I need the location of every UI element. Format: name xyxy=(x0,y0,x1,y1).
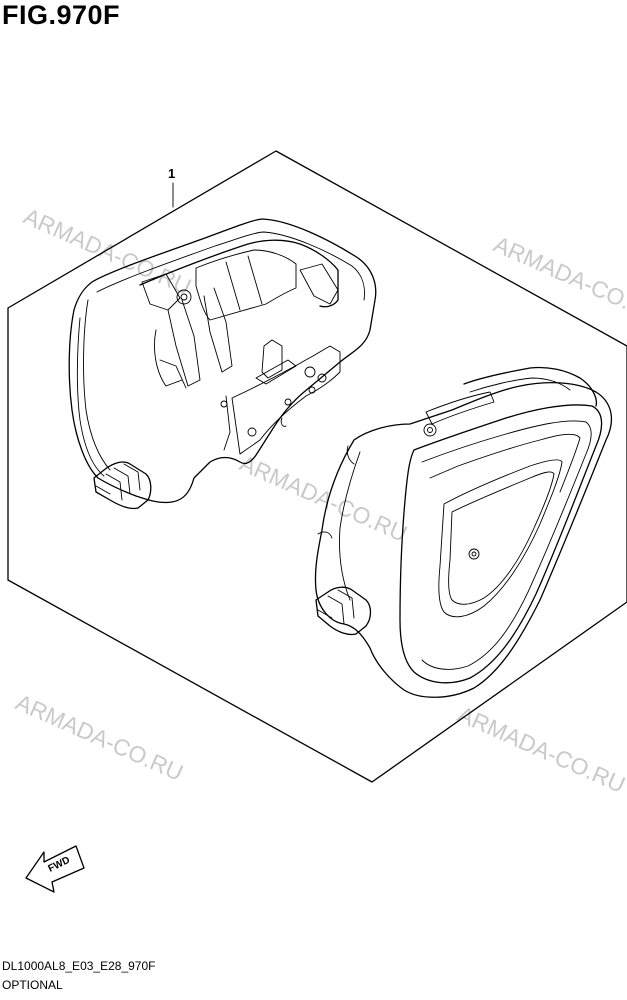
kit-boundary xyxy=(7,150,627,783)
option-note: OPTIONAL xyxy=(2,978,63,992)
watermark: ARMADA-CO.RU xyxy=(12,689,187,786)
diagram-code: DL1000AL8_E03_E28_970F xyxy=(2,959,156,973)
callout-1: 1 xyxy=(168,166,175,181)
fwd-arrow-icon: FWD xyxy=(25,845,85,893)
left-pannier-case xyxy=(68,218,377,510)
right-pannier-case xyxy=(314,366,613,698)
figure-title: FIG.970F xyxy=(2,0,121,30)
watermark: ARMADA-CO.RU xyxy=(454,701,627,798)
watermark: ARMADA-CO.RU xyxy=(490,231,627,328)
